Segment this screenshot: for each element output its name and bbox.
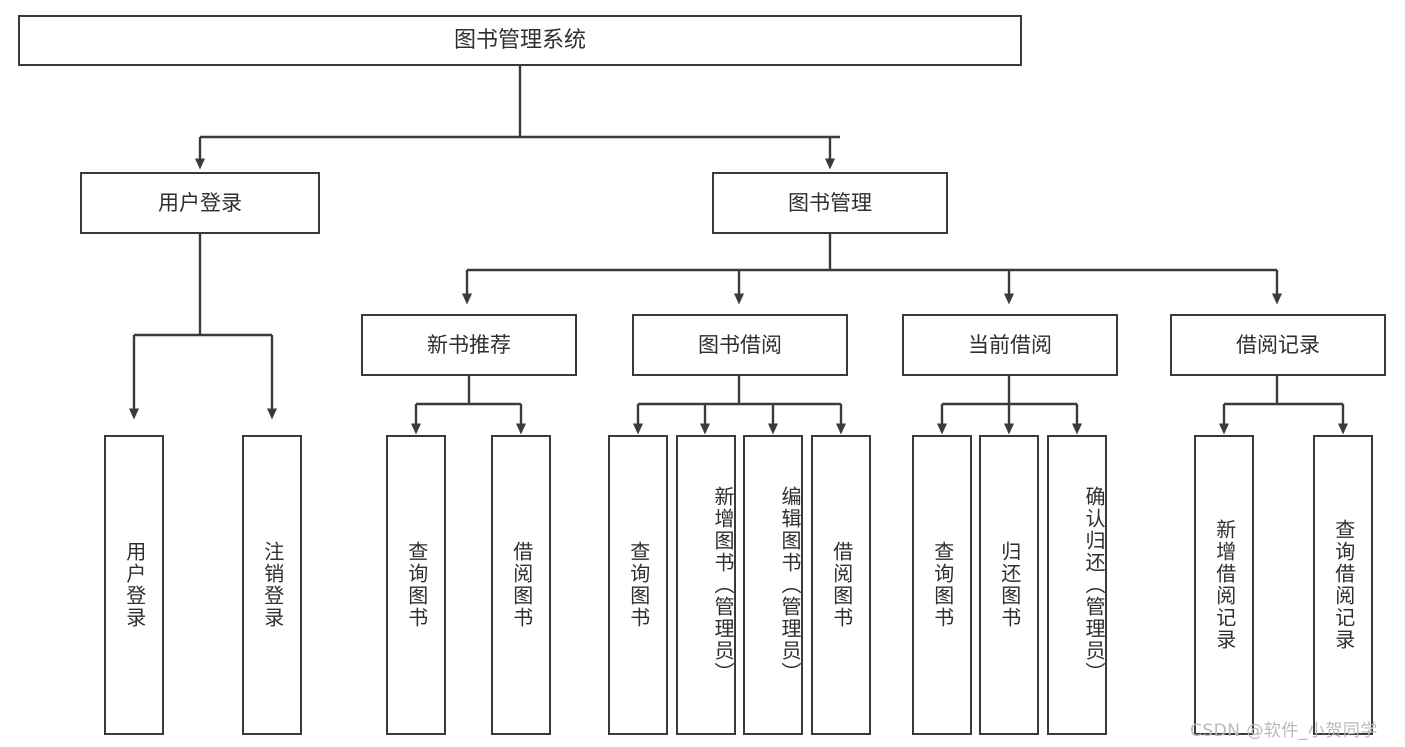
csdn-watermark: CSDN @软件_小贺同学 (1190, 721, 1378, 741)
node-label: 用户登录 (158, 190, 242, 215)
node-root-system[interactable]: 图书管理系统 (18, 15, 1022, 66)
node-label: 用户登录 (122, 541, 147, 629)
node-new-book-recommend[interactable]: 新书推荐 (361, 314, 577, 376)
node-label: 归还图书 (997, 541, 1022, 629)
node-label: 图书管理 (788, 190, 872, 215)
node-label: 新增借阅记录 (1212, 519, 1237, 651)
leaf-user-login-login[interactable]: 用户登录 (104, 435, 164, 735)
node-label: 图书借阅 (698, 332, 782, 357)
node-book-borrow[interactable]: 图书借阅 (632, 314, 848, 376)
leaf-current-return-book[interactable]: 归还图书 (979, 435, 1039, 735)
node-label: 注销登录 (260, 541, 285, 629)
node-label: 图书管理系统 (453, 27, 586, 53)
node-label: 借阅记录 (1236, 332, 1320, 357)
leaf-borrow-edit-book-admin[interactable]: 编辑图书（管理员） (743, 435, 803, 735)
leaf-borrow-query-book[interactable]: 查询图书 (608, 435, 668, 735)
leaf-recommend-borrow-book[interactable]: 借阅图书 (491, 435, 551, 735)
node-label: 借阅图书 (509, 541, 534, 629)
node-current-borrow[interactable]: 当前借阅 (902, 314, 1118, 376)
leaf-current-confirm-return-admin[interactable]: 确认归还（管理员） (1047, 435, 1107, 735)
leaf-user-login-logout[interactable]: 注销登录 (242, 435, 302, 735)
leaf-record-add-record[interactable]: 新增借阅记录 (1194, 435, 1254, 735)
leaf-current-query-book[interactable]: 查询图书 (912, 435, 972, 735)
node-book-management[interactable]: 图书管理 (712, 172, 948, 234)
node-label: 新增图书（管理员） (711, 486, 735, 684)
node-label: 当前借阅 (968, 332, 1052, 357)
node-label: 查询图书 (626, 541, 651, 629)
node-label: 查询借阅记录 (1331, 519, 1356, 651)
node-label: 编辑图书（管理员） (778, 486, 802, 684)
node-label: 确认归还（管理员） (1082, 486, 1106, 684)
node-label: 查询图书 (930, 541, 955, 629)
node-label: 查询图书 (404, 541, 429, 629)
leaf-record-query-record[interactable]: 查询借阅记录 (1313, 435, 1373, 735)
leaf-recommend-query-book[interactable]: 查询图书 (386, 435, 446, 735)
node-label: 借阅图书 (829, 541, 854, 629)
leaf-borrow-borrow-book[interactable]: 借阅图书 (811, 435, 871, 735)
node-label: 新书推荐 (427, 332, 511, 357)
node-borrow-record[interactable]: 借阅记录 (1170, 314, 1386, 376)
node-user-login[interactable]: 用户登录 (80, 172, 320, 234)
leaf-borrow-add-book-admin[interactable]: 新增图书（管理员） (676, 435, 736, 735)
